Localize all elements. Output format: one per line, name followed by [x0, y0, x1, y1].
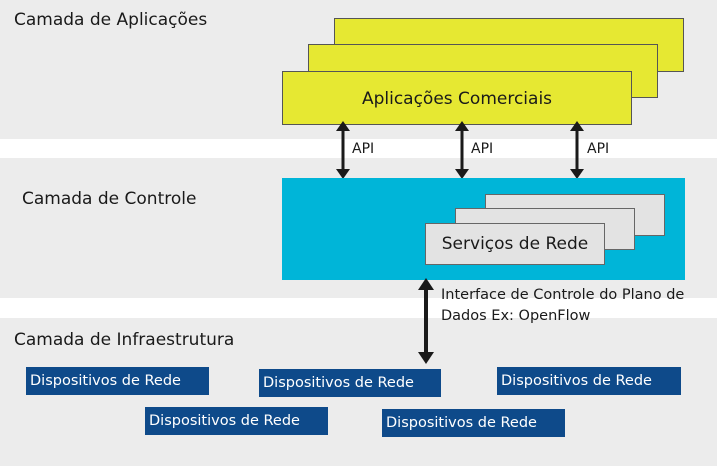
api-arrow-2: [455, 121, 469, 179]
network-device-1: Dispositivos de Rede: [26, 367, 209, 395]
network-device-4: Dispositivos de Rede: [145, 407, 328, 435]
application-box-front: Aplicações Comerciais: [282, 71, 632, 125]
network-device-5: Dispositivos de Rede: [382, 409, 565, 437]
control-interface-label: Interface de Controle do Plano de Dados …: [441, 285, 717, 327]
api-label-2: API: [471, 141, 494, 157]
network-services-label: Serviços de Rede: [441, 234, 589, 254]
network-device-3: Dispositivos de Rede: [497, 367, 681, 395]
network-services-box-front: Serviços de Rede: [425, 223, 605, 265]
control-interface-line-2: Dados Ex: OpenFlow: [441, 308, 591, 324]
api-arrow-1: [336, 121, 350, 179]
control-layer-label: Camada de Controle: [22, 189, 197, 209]
application-layer-label: Camada de Aplicações: [14, 10, 208, 30]
business-applications-label: Aplicações Comerciais: [361, 89, 553, 109]
infrastructure-layer-label: Camada de Infraestrutura: [14, 330, 235, 350]
api-arrow-3: [570, 121, 584, 179]
api-label-1: API: [352, 141, 375, 157]
control-interface-line-1: Interface de Controle do Plano de: [441, 287, 685, 303]
control-interface-arrow: [418, 278, 434, 364]
api-label-3: API: [587, 141, 610, 157]
network-device-2: Dispositivos de Rede: [259, 369, 441, 397]
